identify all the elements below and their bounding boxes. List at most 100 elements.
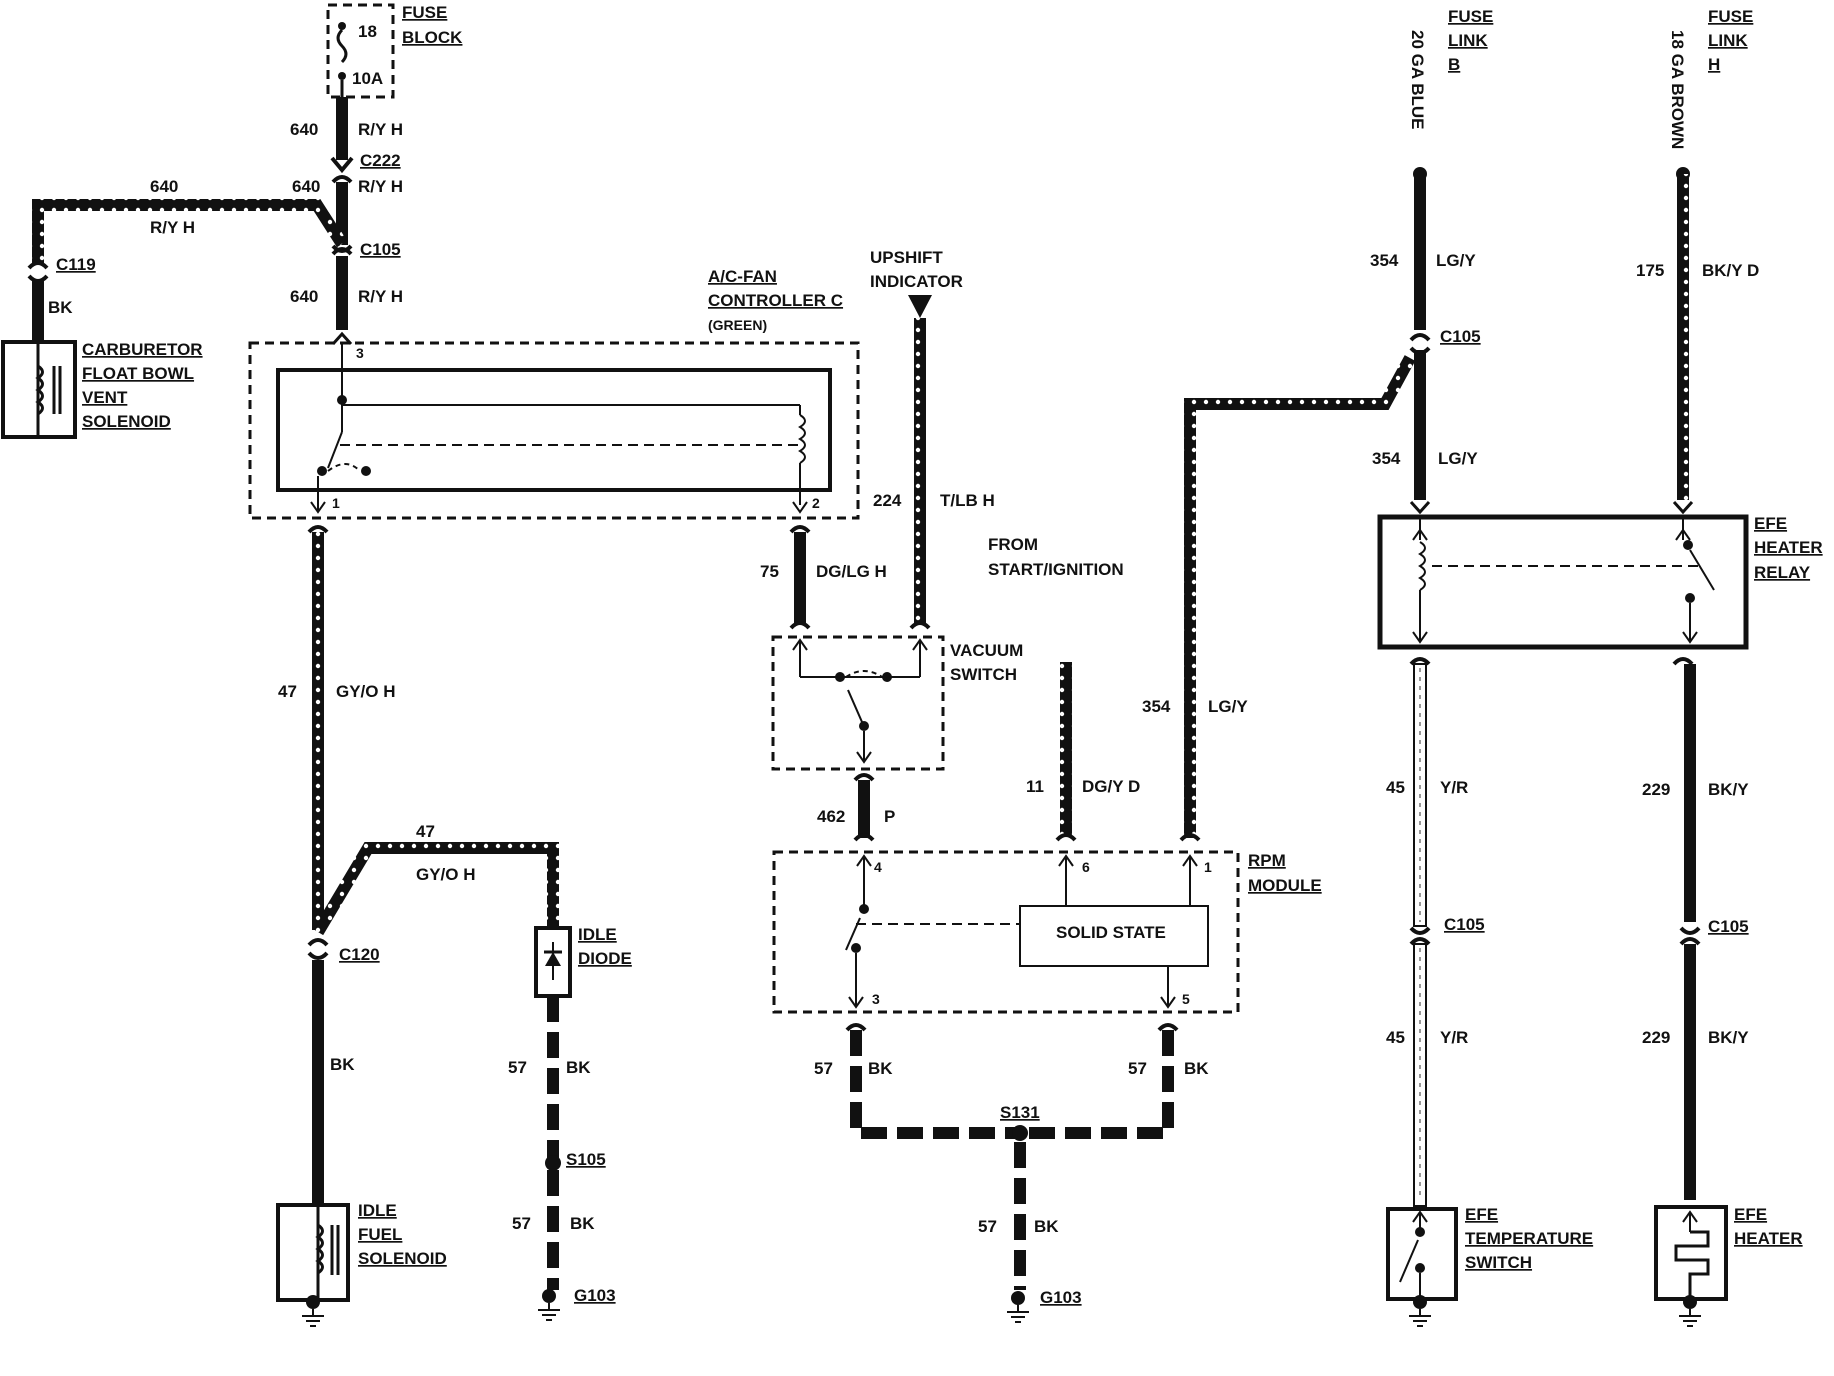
ground-g103: G103 [574,1286,616,1305]
connector-c105: C105 [1440,327,1481,346]
wire-color: BK/Y D [1702,261,1759,280]
component-label: CONTROLLER C [708,291,843,310]
carburetor-float-bowl-solenoid: CARBURETOR FLOAT BOWL VENT SOLENOID [1,340,203,439]
fuse-block: 18 10A FUSE BLOCK [326,3,463,99]
component-label: INDICATOR [870,272,963,291]
connector-c222: C222 [360,151,401,170]
wire-color: LG/Y [1436,251,1476,270]
wire-color: BK [330,1055,355,1074]
pin-5: 5 [1182,991,1190,1007]
fuse-number: 18 [358,22,377,41]
component-label: HEATER [1754,538,1823,557]
efe-temperature-switch: EFE TEMPERATURE SWITCH [1386,1205,1593,1327]
wire-color: BK [566,1058,591,1077]
wire-color: DG/LG H [816,562,887,581]
component-label: EFE [1734,1205,1767,1224]
wire-640: 640 R/Y H C222 640 R/Y H 640 R/Y H C105 … [27,97,403,346]
component-label: IDLE [358,1201,397,1220]
component-label: SOLENOID [82,412,171,431]
solid-state-label: SOLID STATE [1056,923,1166,942]
upshift-indicator: UPSHIFT INDICATOR 224 T/LB H FROM START/… [870,248,1124,630]
wire-color: P [884,807,895,826]
component-label: LINK [1708,31,1748,50]
component-label: FROM [988,535,1038,554]
component-label: (GREEN) [708,317,767,333]
component-label: EFE [1465,1205,1498,1224]
wire-number: 640 [290,287,318,306]
wire-number: 57 [512,1214,531,1233]
wire-number: 229 [1642,780,1670,799]
wire-color: LG/Y [1438,449,1478,468]
wire-number: 354 [1142,697,1171,716]
pin-6: 6 [1082,859,1090,875]
connector-c105: C105 [360,240,401,259]
fuse-rating: 10A [352,69,383,88]
component-label: CARBURETOR [82,340,203,359]
component-label: FUEL [358,1225,402,1244]
wire-gauge: 20 GA BLUE [1408,30,1427,130]
wire-color: DG/Y D [1082,777,1140,796]
wire-45: 45 Y/R C105 45 Y/R [1386,657,1485,1207]
wire-number: 57 [814,1059,833,1078]
component-label: EFE [1754,514,1787,533]
wire-color: R/Y H [358,120,403,139]
component-label: SWITCH [1465,1253,1532,1272]
wire-number: 57 [978,1217,997,1236]
rpm-module: SOLID STATE 4 6 1 3 5 RPM MODULE [772,850,1322,1014]
connector-c105: C105 [1708,917,1749,936]
splice-s131: S131 [1000,1103,1040,1122]
wire-number: 11 [1026,777,1044,796]
component-label: VENT [82,388,128,407]
component-label: MODULE [1248,876,1322,895]
wire-color: BK/Y [1708,1028,1749,1047]
wire-354-rpm: 354 LG/Y [1142,355,1416,842]
connector-c105: C105 [1444,915,1485,934]
component-label: FLOAT BOWL [82,364,194,383]
pin-4: 4 [874,859,882,875]
pin-3: 3 [872,991,880,1007]
wire-11: 11 DG/Y D [1026,662,1140,842]
wire-number: 640 [150,177,178,196]
wire-color: GY/O H [336,682,396,701]
wire-number: 462 [817,807,845,826]
efe-heater: EFE HEATER [1654,1205,1803,1327]
wire-color: R/Y H [150,218,195,237]
component-label: SOLENOID [358,1249,447,1268]
idle-diode: IDLE DIODE 57 BK S105 57 BK G103 [508,925,632,1321]
pin-3: 3 [356,345,364,361]
component-label: SWITCH [950,665,1017,684]
wire-number: 57 [508,1058,527,1077]
wire-57-rpm-ground: 57 BK 57 BK S131 57 BK G103 [814,1023,1209,1323]
wire-229: 229 BK/Y C105 229 BK/Y [1642,657,1749,1200]
wire-number: 45 [1386,778,1405,797]
wire-color: BK [48,298,73,317]
wire-number: 354 [1372,449,1401,468]
component-label: DIODE [578,949,632,968]
wire-47: 47 GY/O H 47 GY/O H C120 [278,525,559,964]
efe-heater-relay: EFE HEATER RELAY [1377,500,1823,650]
wire-number: 175 [1636,261,1664,280]
wire-color: GY/O H [416,865,476,884]
pin-2: 2 [812,495,820,511]
wire-color: R/Y H [358,177,403,196]
component-label: START/IGNITION [988,560,1124,579]
component-label: IDLE [578,925,617,944]
component-label: FUSE [1448,7,1493,26]
idle-fuel-solenoid: BK IDLE FUEL SOLENOID [276,960,447,1327]
ac-fan-controller: 3 1 2 A/C-FAN CONTROLLER C (GREEN) [248,267,860,520]
wire-color: R/Y H [358,287,403,306]
fuse-link-b: 20 GA BLUE FUSE LINK B 354 LG/Y C105 354… [1370,7,1493,500]
component-label: H [1708,55,1720,74]
wire-number: 45 [1386,1028,1405,1047]
wire-number: 229 [1642,1028,1670,1047]
wire-number: 224 [873,491,902,510]
component-label: FUSE [1708,7,1753,26]
wire-color: BK/Y [1708,780,1749,799]
wire-color: BK [868,1059,893,1078]
wire-color: BK [1034,1217,1059,1236]
wire-number: 57 [1128,1059,1147,1078]
connector-c119: C119 [56,255,96,274]
component-label: RPM [1248,851,1286,870]
component-label: UPSHIFT [870,248,943,267]
